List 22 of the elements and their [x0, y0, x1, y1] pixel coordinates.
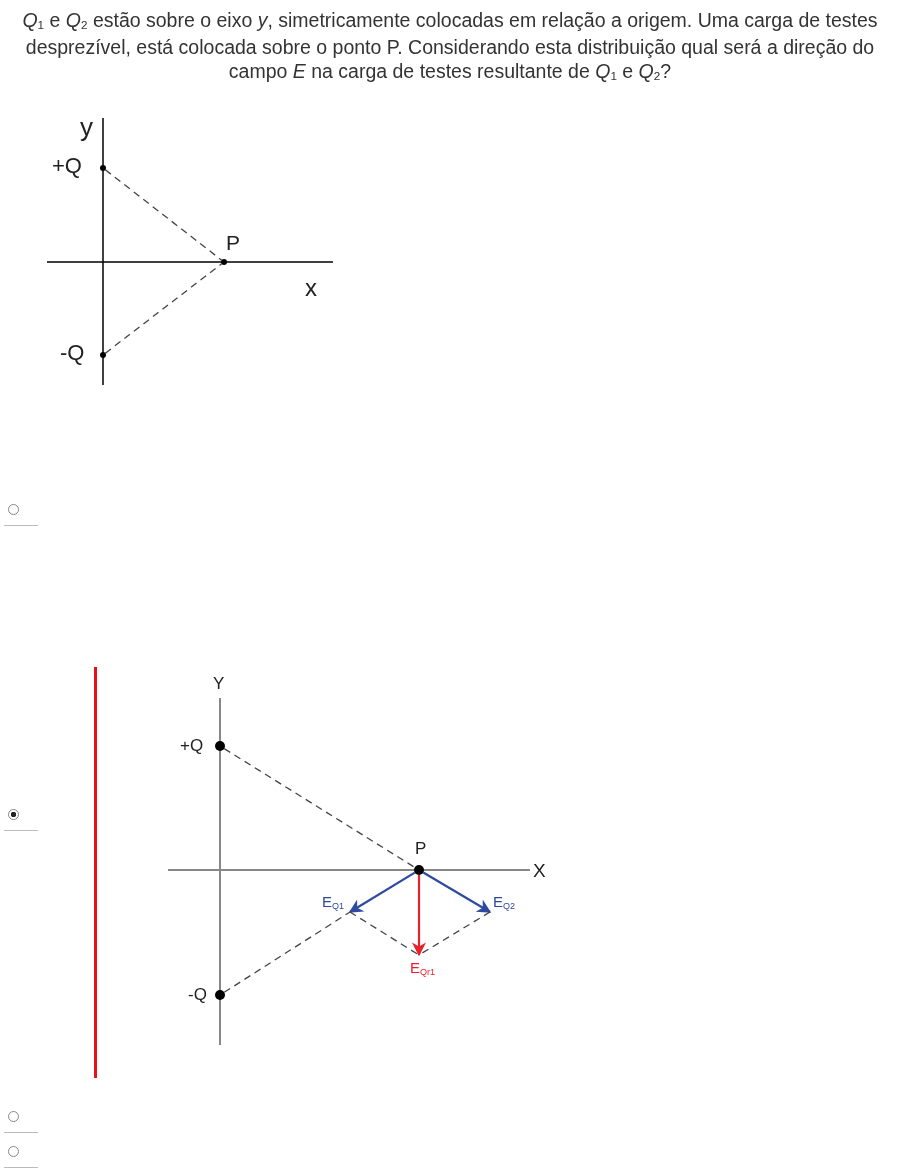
vector-arrow [348, 871, 416, 913]
charge-label: -Q [188, 986, 207, 1003]
charge-label: +Q [180, 737, 204, 754]
axis-label: x [305, 276, 317, 300]
vector-arrow [412, 875, 426, 957]
vector-label: E$_{Qr1}$ [410, 960, 436, 975]
dashed-line [104, 169, 223, 261]
vector-label: E$_{Q2}$ [493, 894, 516, 909]
vector-label: E$_{Q1}$ [322, 894, 345, 909]
axis-label: y [80, 114, 93, 140]
vector-arrow [422, 871, 492, 913]
axis-label: X [533, 861, 546, 880]
dashed-line [349, 911, 420, 956]
charge-label: +Q [52, 155, 82, 177]
dashed-line [104, 263, 223, 354]
charge-label: P [226, 232, 240, 253]
question-text: Q$_{1}$ e Q$_{2}$ estão sobre o eixo y, simetricamente colocadas em relação a origem. Uma carga de testes desprezível, está colocada sobre o ponto P. Considerando esta distribuição qual será a direção do campo E na carga de testes resultante de Q$_{1}$ e Q$_{2}$? [21, 8, 879, 85]
dashed-line [223, 748, 416, 868]
dashed-line [223, 911, 351, 993]
charge-label: -Q [60, 342, 85, 364]
charge-label: P [415, 840, 427, 857]
axis-label: Y [213, 675, 225, 692]
